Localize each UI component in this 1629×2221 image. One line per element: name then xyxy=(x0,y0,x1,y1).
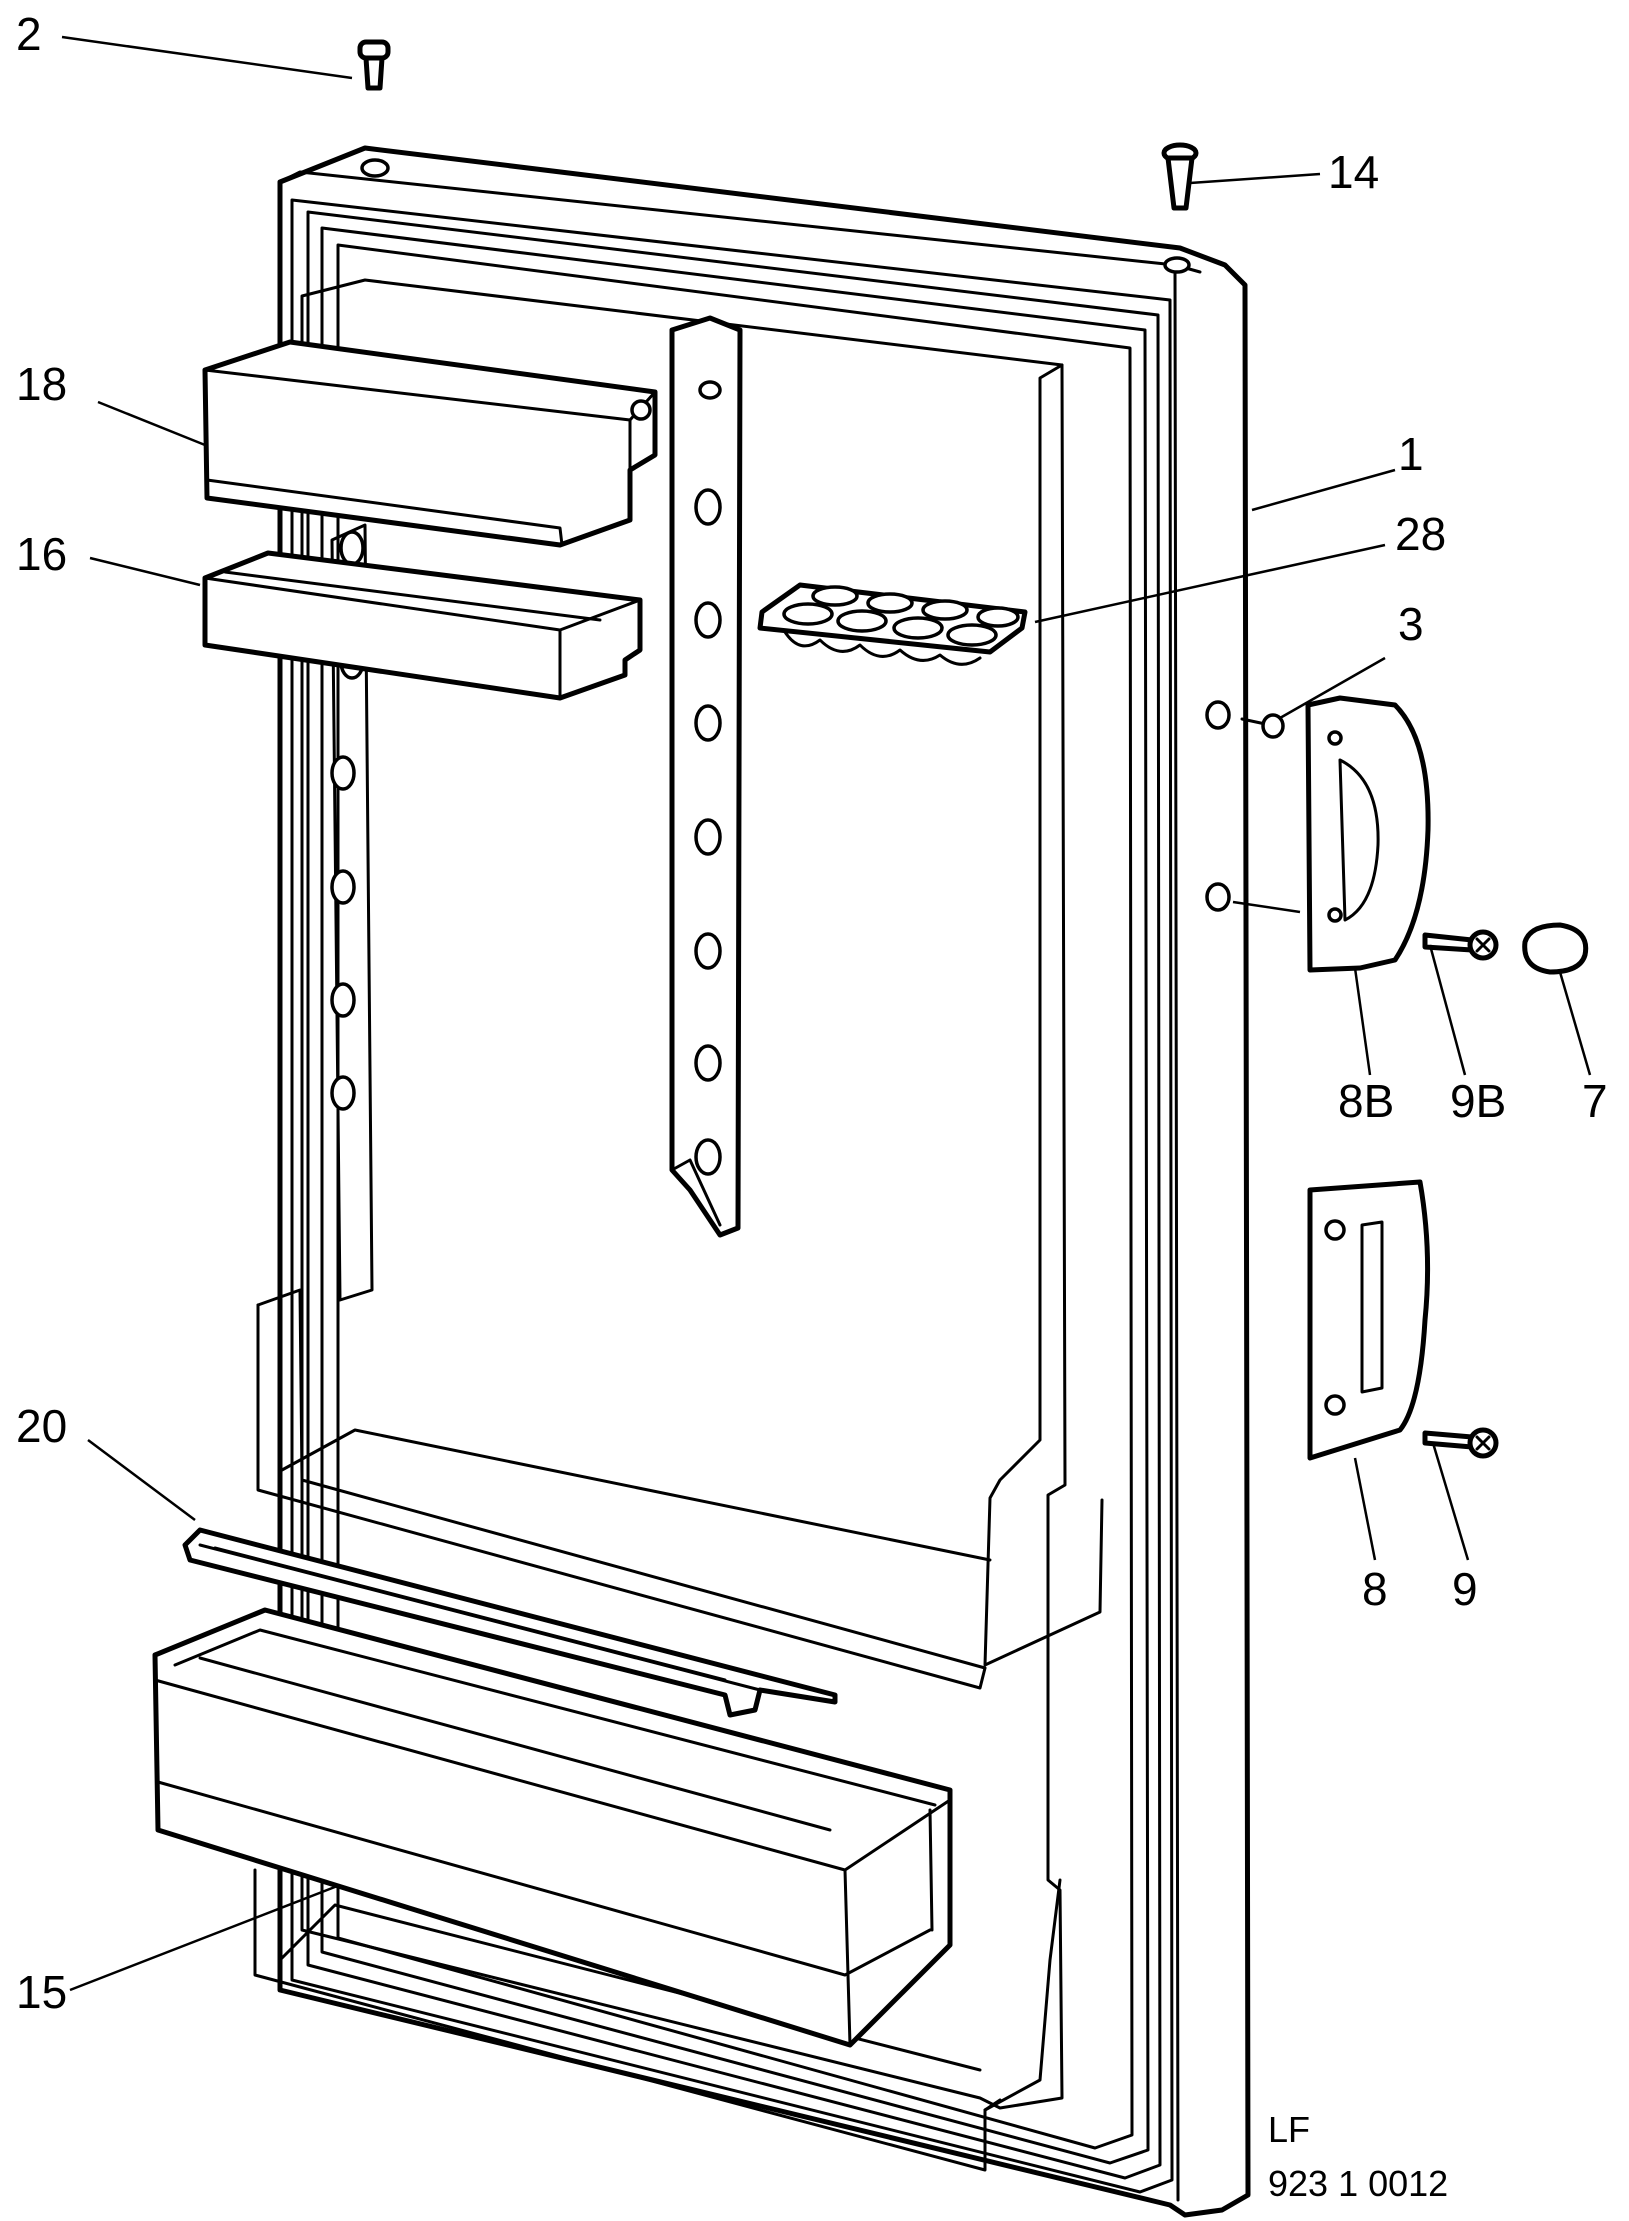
callout-15: 15 xyxy=(16,1966,67,2018)
egg-tray xyxy=(757,582,1028,666)
reference-code: LF 923 1 0012 xyxy=(1268,2109,1448,2204)
callout-7: 7 xyxy=(1582,1075,1608,1127)
callout-28: 28 xyxy=(1395,508,1446,560)
callout-8: 8 xyxy=(1362,1563,1388,1615)
hinge-pin-top xyxy=(357,39,391,178)
handle-cap-7 xyxy=(1522,922,1589,975)
leader-lines xyxy=(61,35,1592,1992)
screw-9b xyxy=(1422,929,1499,961)
callout-3: 3 xyxy=(1398,598,1424,650)
callout-18: 18 xyxy=(16,358,67,410)
callout-9b: 9B xyxy=(1450,1075,1506,1127)
center-shelf-rail xyxy=(669,315,743,1238)
reference-line-2: 923 1 0012 xyxy=(1268,2163,1448,2204)
handle-mount-holes xyxy=(1205,700,1285,912)
hinge-pin-right xyxy=(1161,142,1199,274)
dairy-compartment xyxy=(202,339,658,548)
handle-8b xyxy=(1305,695,1431,973)
screw-9 xyxy=(1422,1427,1499,1459)
bottom-bin xyxy=(152,1607,953,2048)
handle-8 xyxy=(1307,1179,1431,1461)
reference-line-1: LF xyxy=(1268,2109,1310,2150)
callout-16: 16 xyxy=(16,528,67,580)
callout-1: 1 xyxy=(1398,428,1424,480)
callout-14: 14 xyxy=(1328,146,1379,198)
retainer-bar xyxy=(182,1527,838,1718)
shallow-shelf xyxy=(202,550,643,701)
callout-9: 9 xyxy=(1452,1563,1478,1615)
callout-20: 20 xyxy=(16,1400,67,1452)
callout-8b: 8B xyxy=(1338,1075,1394,1127)
callout-labels: 2 14 18 16 1 28 3 8B 9B 7 8 9 20 15 xyxy=(16,8,1608,2018)
callout-2: 2 xyxy=(16,8,42,60)
